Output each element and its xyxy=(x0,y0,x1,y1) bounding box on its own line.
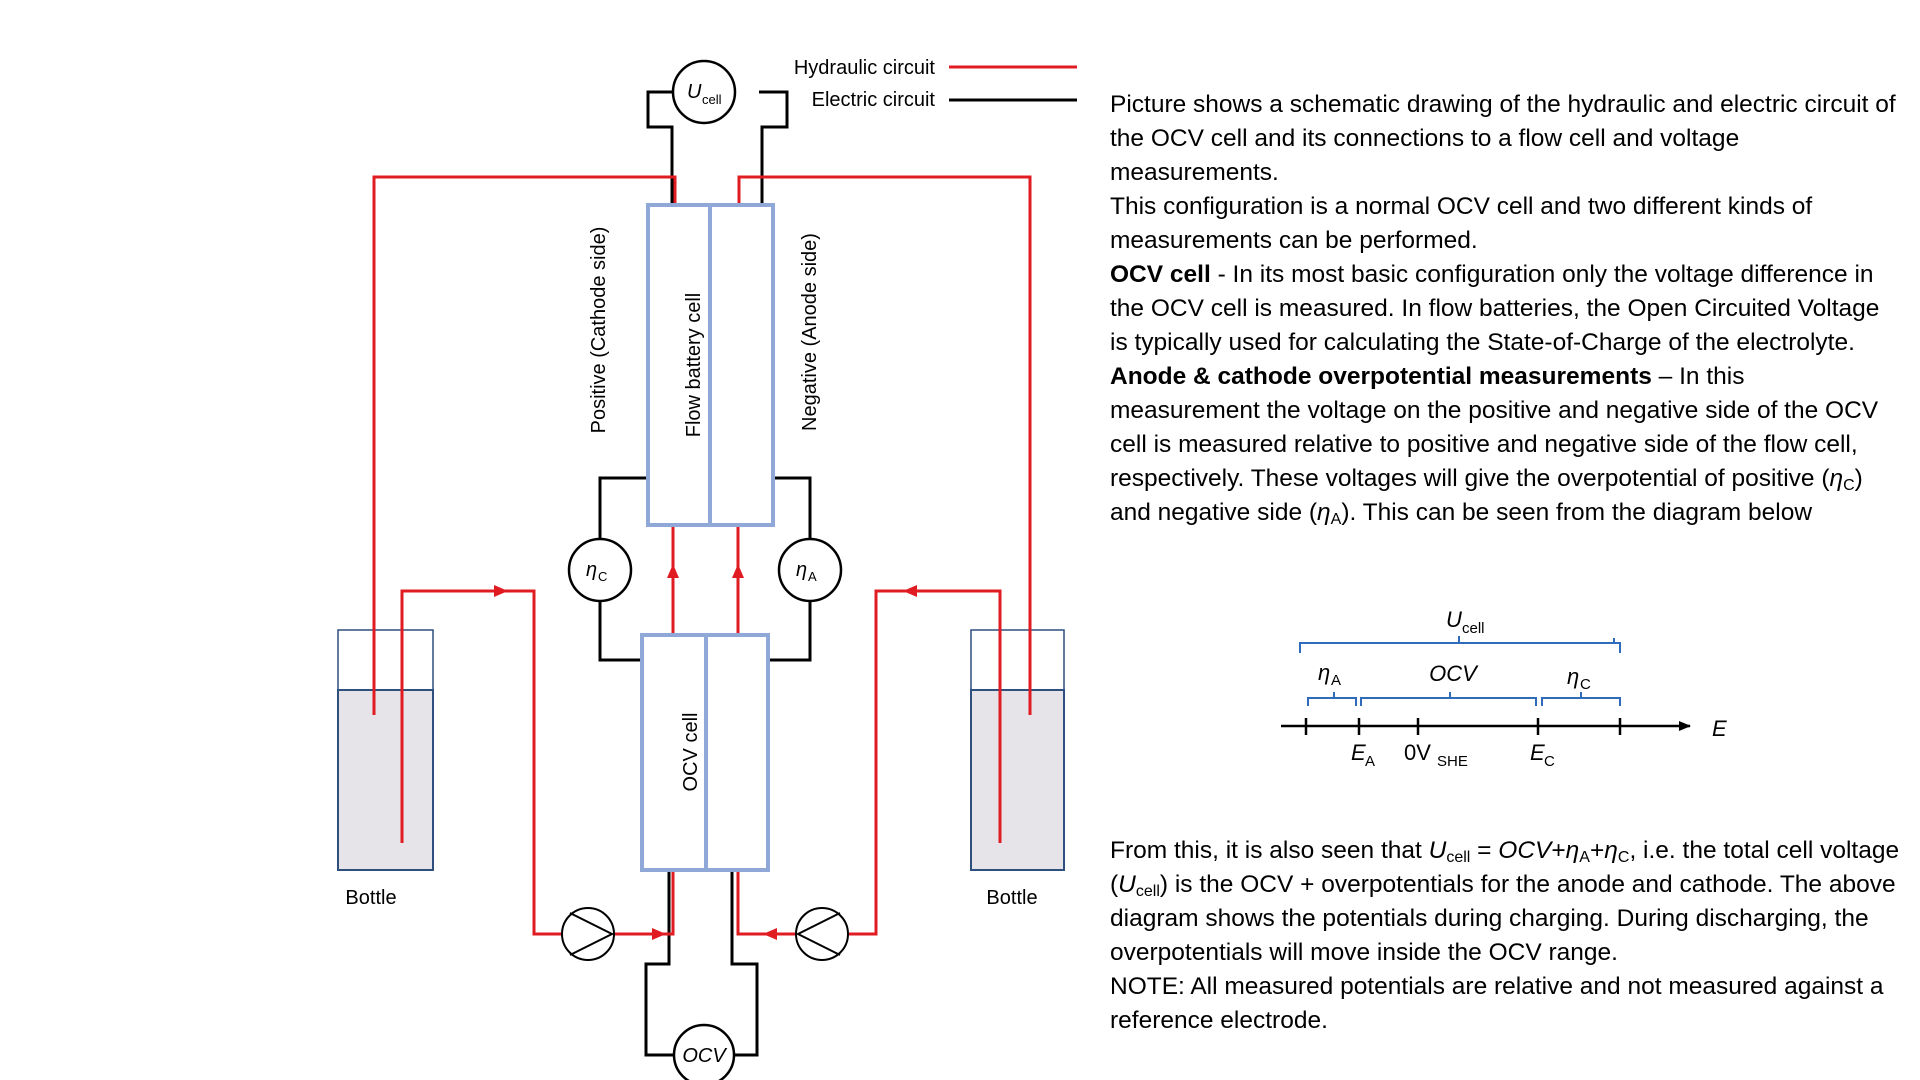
diagram-eta-a-subscript: A xyxy=(1331,672,1341,689)
diagram-ucell-subscript: cell xyxy=(1462,620,1485,637)
conclusion-a-sub: A xyxy=(1579,849,1590,866)
eta-a-meter-subscript: A xyxy=(808,569,817,584)
potential-diagram: U cell η A OCV η C E E A 0V SHE E C xyxy=(1281,607,1727,770)
flow-battery-cell xyxy=(646,203,775,527)
bottle-right xyxy=(970,629,1065,871)
conclusion-part-1: From this, it is also seen that xyxy=(1110,837,1429,864)
conclusion-eta-1: η xyxy=(1565,837,1580,864)
eta-c-meter-symbol: η xyxy=(586,559,597,581)
ec-subscript: C xyxy=(1544,753,1555,770)
eta-c-meter-subscript: C xyxy=(598,569,607,584)
overpotential-text-a: – In this measurement the voltage on the… xyxy=(1110,363,1879,492)
eta-a-meter-symbol: η xyxy=(796,559,807,581)
axis-e-label: E xyxy=(1712,716,1727,741)
conclusion-u: U xyxy=(1428,837,1447,864)
flow-arrows xyxy=(494,564,917,940)
ocv-cell-heading: OCV cell xyxy=(1110,261,1211,288)
conclusion-ocv: OCV xyxy=(1498,837,1552,864)
ea-subscript: A xyxy=(1365,753,1375,770)
description-paragraph-2: This configuration is a normal OCV cell … xyxy=(1110,193,1813,254)
legend-hydraulic-label: Hydraulic circuit xyxy=(794,57,936,79)
conclusion-plus-1: + xyxy=(1551,837,1566,864)
conclusion-paragraph: From this, it is also seen that Ucell = … xyxy=(1110,834,1900,970)
ocv-cell-label: OCV cell xyxy=(680,713,702,792)
conclusion-eta-2: η xyxy=(1604,837,1618,864)
pump-left-icon xyxy=(561,907,615,961)
positive-side-label: Positive (Cathode side) xyxy=(588,227,610,434)
eta-a-subscript: A xyxy=(1330,511,1342,528)
diagram-eta-a-symbol: η xyxy=(1318,660,1330,685)
conclusion-eq: = xyxy=(1470,837,1499,864)
ucell-meter-symbol: U xyxy=(687,81,702,103)
bottle-left-label: Bottle xyxy=(345,887,396,909)
negative-side-label: Negative (Anode side) xyxy=(799,233,821,431)
eta-c-subscript: C xyxy=(1843,477,1855,494)
conclusion-cell-sub-2: cell xyxy=(1135,883,1160,900)
ea-symbol: E xyxy=(1351,740,1366,765)
ucell-voltmeter: U cell xyxy=(671,59,737,125)
description-paragraph-3: OCV cell - In its most basic configurati… xyxy=(1110,258,1900,360)
eta-a-voltmeter: η A xyxy=(777,537,843,603)
ocv-cell-text: - In its most basic configuration only t… xyxy=(1110,261,1880,356)
pump-right-icon xyxy=(795,907,849,961)
description-text: Picture shows a schematic drawing of the… xyxy=(1110,88,1900,530)
eta-symbol-2: η xyxy=(1317,499,1331,526)
conclusion-part-3: ) is the OCV + overpotentials for the an… xyxy=(1110,871,1896,966)
zero-volt-subscript: SHE xyxy=(1437,753,1468,770)
conclusion-part-2: , i.e. the total cell voltage ( xyxy=(1110,837,1900,898)
zero-volt-label: 0V xyxy=(1404,740,1431,765)
conclusion-text: From this, it is also seen that Ucell = … xyxy=(1110,834,1900,1038)
eta-symbol: η xyxy=(1829,465,1844,492)
overpotential-text-c: ). This can be seen from the diagram bel… xyxy=(1341,499,1813,526)
overpotential-heading: Anode & cathode overpotential measuremen… xyxy=(1110,363,1652,390)
diagram-ucell-symbol: U xyxy=(1446,607,1462,632)
bottle-left xyxy=(337,629,434,871)
diagram-eta-c-symbol: η xyxy=(1567,664,1579,689)
ocv-cell xyxy=(640,633,770,872)
legend: Hydraulic circuit Electric circuit xyxy=(794,57,1077,111)
legend-electric-label: Electric circuit xyxy=(812,89,936,111)
description-paragraph-4: Anode & cathode overpotential measuremen… xyxy=(1110,360,1900,530)
description-paragraph-1: Picture shows a schematic drawing of the… xyxy=(1110,91,1896,186)
note-paragraph: NOTE: All measured potentials are relati… xyxy=(1110,973,1884,1034)
ocv-voltmeter: OCV xyxy=(672,1023,736,1080)
flow-battery-cell-label: Flow battery cell xyxy=(683,293,705,438)
bottle-right-label: Bottle xyxy=(986,887,1037,909)
diagram-ocv-label: OCV xyxy=(1429,661,1479,686)
conclusion-c-sub: C xyxy=(1617,849,1630,866)
conclusion-cell-sub: cell xyxy=(1446,849,1471,866)
conclusion-plus-2: + xyxy=(1589,837,1605,864)
overpotential-text-b: ) and negative side ( xyxy=(1110,465,1863,526)
hydraulic-circuit xyxy=(372,175,1032,936)
ucell-meter-subscript: cell xyxy=(702,92,722,107)
diagram-eta-c-subscript: C xyxy=(1580,676,1591,693)
conclusion-u-2: U xyxy=(1118,871,1136,898)
eta-c-voltmeter: η C xyxy=(567,537,633,603)
ec-symbol: E xyxy=(1530,740,1545,765)
ocv-meter-label: OCV xyxy=(682,1045,727,1067)
